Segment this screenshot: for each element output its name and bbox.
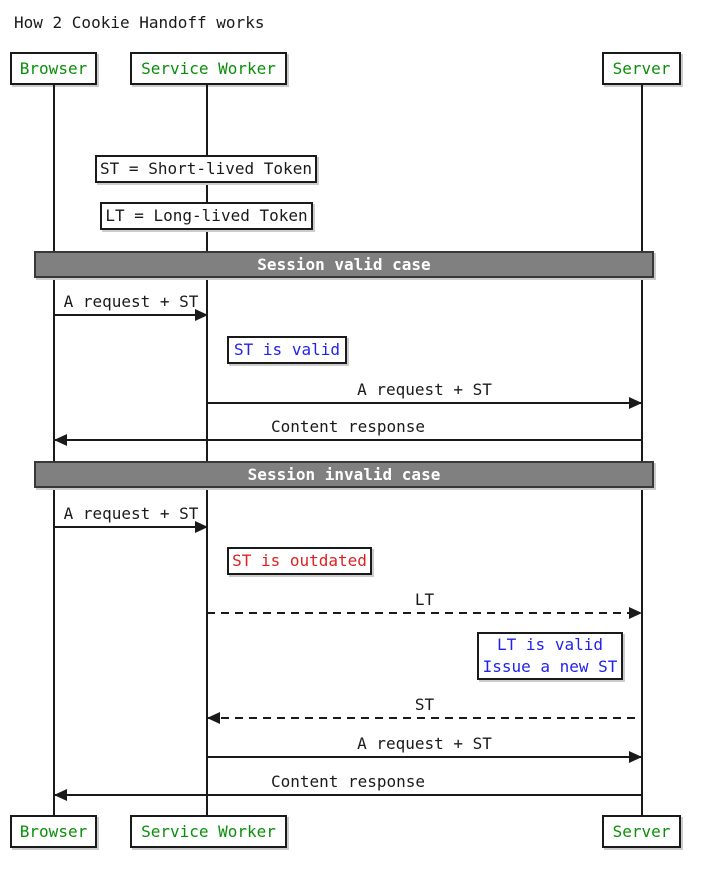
message-arrow [54, 789, 642, 801]
note-st-valid: ST is valid [227, 336, 347, 364]
message-arrow [207, 607, 642, 619]
diagram-title: How 2 Cookie Handoff works [14, 13, 265, 32]
message-label: A request + ST [357, 380, 492, 399]
participant-box-service-worker-top: Service Worker [130, 52, 287, 85]
participant-box-service-worker-bottom: Service Worker [130, 815, 287, 848]
participant-box-server-bottom: Server [602, 815, 681, 848]
message-label: Content response [270, 772, 426, 791]
message-arrow [207, 397, 642, 409]
arrowhead-left-icon [54, 434, 67, 446]
arrowhead-left-icon [54, 789, 67, 801]
participant-box-browser-bottom: Browser [10, 815, 97, 848]
divider-session-valid: Session valid case [34, 251, 654, 278]
note-lt-valid: LT is valid Issue a new ST [477, 632, 623, 680]
note-st-outdated: ST is outdated [227, 547, 372, 575]
lifeline-browser [53, 85, 55, 815]
message-label: A request + ST [63, 504, 199, 523]
message-arrow [207, 751, 642, 763]
legend-note-lt: LT = Long-lived Token [100, 202, 313, 230]
lifeline-server [641, 85, 643, 815]
message-label: LT [414, 590, 435, 609]
participant-box-server-top: Server [602, 52, 681, 85]
arrowhead-right-icon [629, 397, 642, 409]
message-label: Content response [270, 417, 426, 436]
arrowhead-right-icon [629, 607, 642, 619]
note-lt-valid-line2: Issue a new ST [482, 657, 618, 676]
arrowhead-right-icon [195, 521, 208, 533]
message-arrow [54, 309, 208, 321]
lifeline-service-worker [206, 85, 208, 815]
legend-note-st: ST = Short-lived Token [95, 155, 317, 183]
arrowhead-right-icon [629, 751, 642, 763]
message-label: A request + ST [63, 292, 199, 311]
message-arrow [54, 434, 642, 446]
arrowhead-left-icon [207, 712, 220, 724]
message-label: ST [414, 695, 435, 714]
divider-session-invalid: Session invalid case [34, 461, 654, 488]
message-arrow [207, 712, 642, 724]
participant-box-browser-top: Browser [10, 52, 97, 85]
arrowhead-right-icon [195, 309, 208, 321]
message-label: A request + ST [357, 734, 492, 753]
message-arrow [54, 521, 208, 533]
note-lt-valid-line1: LT is valid [497, 635, 603, 654]
